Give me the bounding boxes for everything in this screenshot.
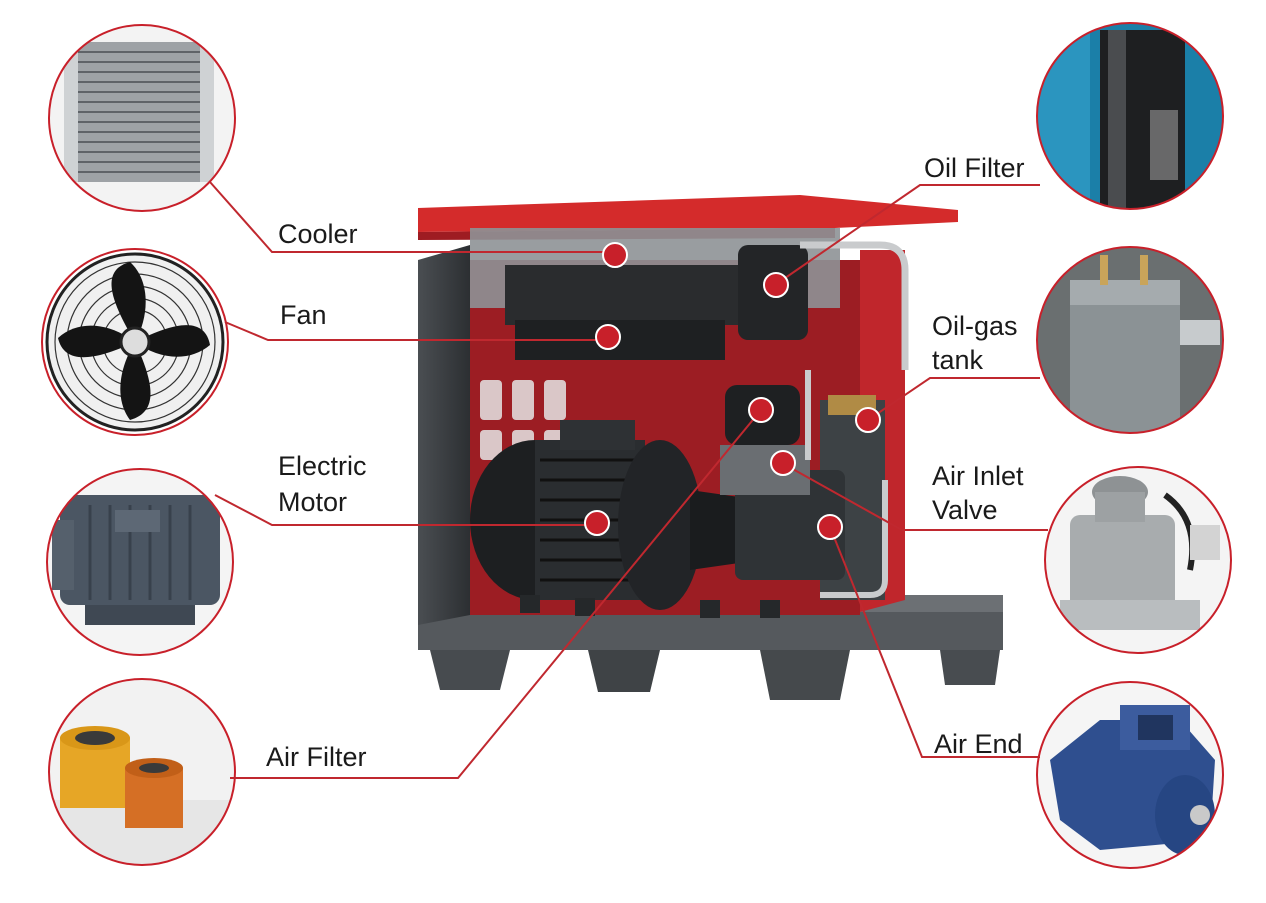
air-inlet-valve-label-line2: Valve [932, 495, 998, 525]
oil-gas-tank-marker-dot [855, 407, 881, 433]
oil-gas-tank-thumbnail-ring [1036, 246, 1224, 434]
fan-leader-line [224, 321, 607, 341]
cooler-label: Cooler [278, 219, 358, 249]
cooler-thumbnail [49, 25, 235, 211]
air-filter-marker-dot [748, 397, 774, 423]
compressor-machine [418, 195, 1003, 700]
electric-motor-label-line2: Motor [278, 487, 348, 517]
fan-marker-dot [595, 324, 621, 350]
electric-motor-thumbnail-ring [46, 468, 234, 656]
oil-gas-tank-leader-line [867, 377, 1040, 421]
air-filter-thumbnail-ring [48, 678, 236, 866]
air-filter-leader-line [230, 409, 762, 779]
air-end-label: Air End [934, 729, 1023, 759]
cooler-thumbnail-ring [48, 24, 236, 212]
oil-gas-tank-label-line2: tank [932, 345, 984, 375]
oil-gas-tank-label-line1: Oil-gas [932, 311, 1018, 341]
air-inlet-valve-thumbnail-ring [1044, 466, 1232, 654]
air-filter-thumbnail [49, 679, 235, 865]
air-inlet-valve-marker-dot [770, 450, 796, 476]
air-filter-label: Air Filter [266, 742, 367, 772]
air-end-thumbnail [1037, 682, 1223, 868]
oil-gas-tank-thumbnail [1037, 247, 1223, 433]
air-inlet-valve-thumbnail [1045, 467, 1231, 653]
air-end-marker-dot [817, 514, 843, 540]
electric-motor-label-line1: Electric [278, 451, 367, 481]
air-end-leader-line [829, 526, 1040, 758]
electric-motor-leader-line [214, 494, 597, 526]
cooler-marker-dot [602, 242, 628, 268]
electric-motor-marker-dot [584, 510, 610, 536]
fan-label: Fan [280, 300, 327, 330]
cooler-leader-line [209, 181, 615, 253]
oil-filter-leader-line [774, 184, 1040, 286]
oil-filter-thumbnail-ring [1036, 22, 1224, 210]
air-inlet-valve-leader-line [781, 462, 1048, 531]
oil-filter-marker-dot [763, 272, 789, 298]
oil-filter-thumbnail [1037, 23, 1223, 209]
oil-filter-label: Oil Filter [924, 153, 1025, 183]
air-inlet-valve-label-line1: Air Inlet [932, 461, 1024, 491]
electric-motor-thumbnail [47, 469, 233, 655]
fan-thumbnail-ring [41, 248, 229, 436]
fan-thumbnail [42, 249, 228, 435]
air-end-thumbnail-ring [1036, 681, 1224, 869]
